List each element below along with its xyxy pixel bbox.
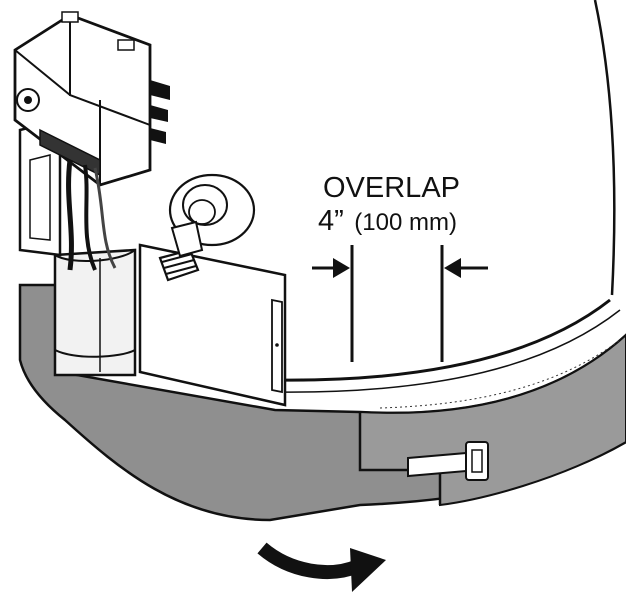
curved-arrow-icon <box>262 548 386 592</box>
overlap-measurement: 4” (100 mm) <box>318 205 457 237</box>
overlap-label: OVERLAP <box>323 172 460 204</box>
overlap-millimeters: (100 mm) <box>354 209 457 236</box>
overlap-inches: 4” <box>318 205 344 237</box>
